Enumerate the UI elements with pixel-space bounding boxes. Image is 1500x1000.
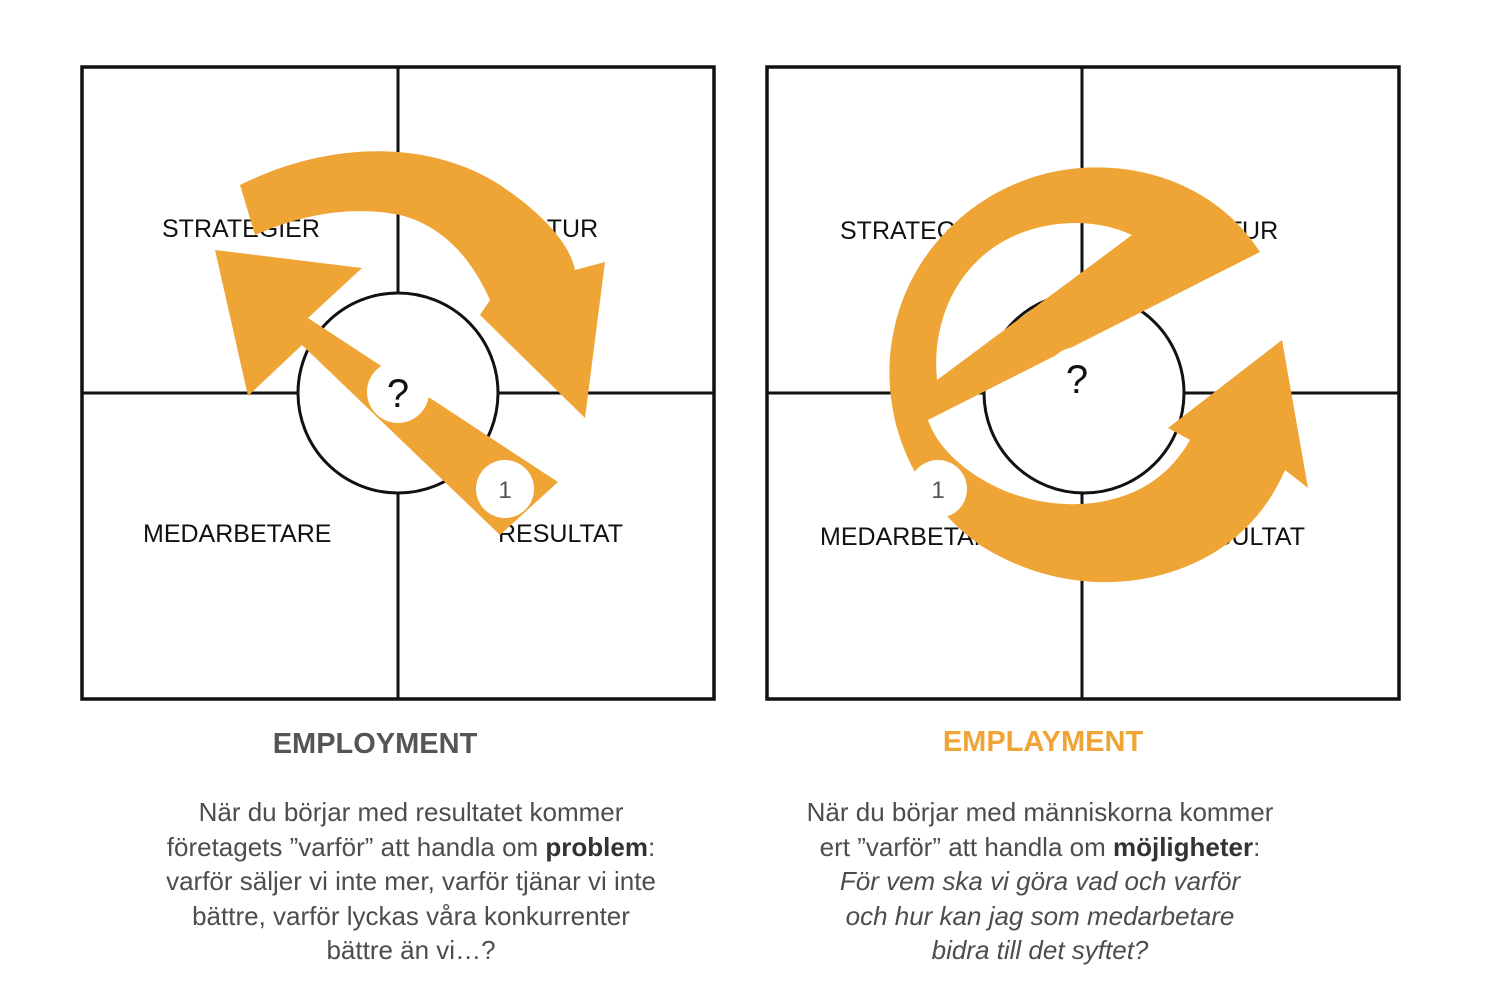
description-line: ert ”varför” att handla om möjligheter: xyxy=(665,830,1415,865)
description-bold: möjligheter xyxy=(1112,831,1254,862)
quadrant-label-medarbetare: MEDARBETARE xyxy=(143,520,331,548)
emplayment-panel: STRATEGIER KULTUR MEDARBETARE RESULTAT ?… xyxy=(750,0,1500,1000)
description-text: företagets ”varför” att handla om xyxy=(166,831,546,862)
emplayment-title: EMPLAYMENT xyxy=(942,726,1144,758)
description-line: När du börjar med resultatet kommer xyxy=(198,797,624,827)
description-italic: För vem ska vi göra vad och varför xyxy=(839,866,1241,896)
step-number: 1 xyxy=(498,477,511,504)
question-mark-icon: ? xyxy=(1066,358,1088,402)
description-line: bättre än vi…? xyxy=(326,935,496,965)
description-line: För vem ska vi göra vad och varför xyxy=(665,864,1415,899)
emplayment-diagram: STRATEGIER KULTUR MEDARBETARE RESULTAT ?… xyxy=(765,65,1401,701)
employment-description: När du börjar med resultatet kommer före… xyxy=(36,795,786,968)
description-line: varför säljer vi inte mer, varför tjänar… xyxy=(166,866,656,896)
description-italic: och hur kan jag som medarbetare xyxy=(845,900,1235,931)
quadrant-label-resultat: RESULTAT xyxy=(498,520,623,548)
question-badge xyxy=(367,361,429,423)
step-number: 1 xyxy=(931,477,944,504)
description-line: När du börjar med människorna kommer xyxy=(806,797,1274,827)
step-number-badge xyxy=(476,460,534,518)
description-bold: problem xyxy=(545,831,648,862)
description-italic: bidra till det syftet? xyxy=(931,935,1149,965)
description-line: bidra till det syftet? xyxy=(665,933,1415,968)
description-line: företagets ”varför” att handla om proble… xyxy=(36,830,786,865)
description-text: : xyxy=(1253,831,1261,862)
description-text: : xyxy=(647,831,656,862)
description-line: och hur kan jag som medarbetare xyxy=(665,899,1415,934)
description-line: bättre, varför lyckas våra konkurrenter xyxy=(192,900,630,931)
emplayment-description: När du börjar med människorna kommer ert… xyxy=(665,795,1415,968)
employment-title: EMPLOYMENT xyxy=(272,728,478,760)
circular-arrow-icon xyxy=(889,167,1308,583)
question-badge xyxy=(1046,347,1108,409)
curved-arrow-icon xyxy=(240,151,605,418)
description-text: ert ”varför” att handla om xyxy=(819,831,1113,862)
question-mark-icon: ? xyxy=(387,372,409,416)
employment-diagram: STRATEGIER KULTUR MEDARBETARE RESULTAT ?… xyxy=(80,65,716,701)
step-number-badge xyxy=(909,460,967,518)
employment-panel: STRATEGIER KULTUR MEDARBETARE RESULTAT ?… xyxy=(80,65,716,965)
